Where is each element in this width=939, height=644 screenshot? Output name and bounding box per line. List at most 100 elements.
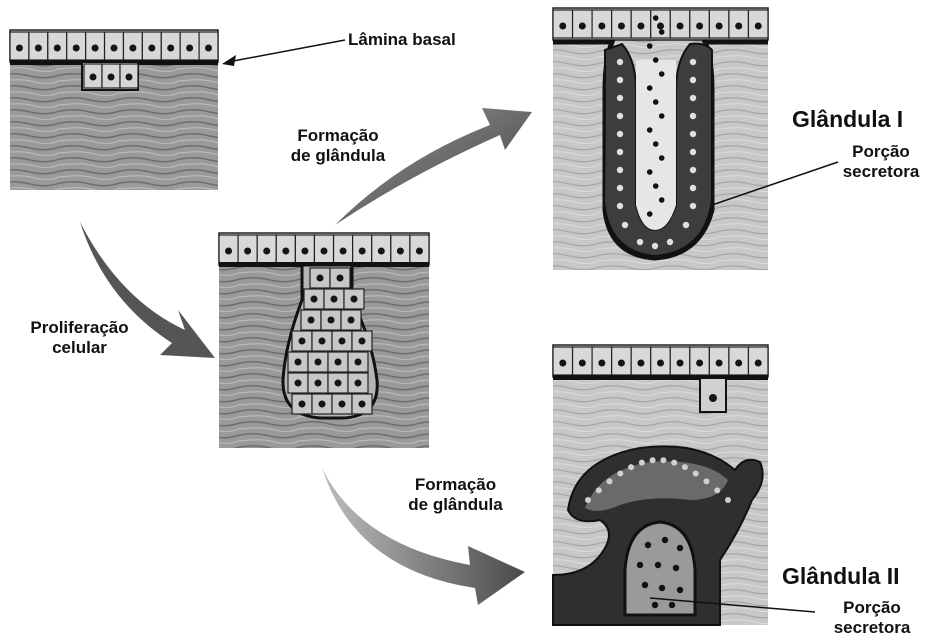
cell-nucleus <box>677 545 683 551</box>
cell-nucleus <box>351 296 358 303</box>
cell-nucleus <box>311 296 318 303</box>
cell-nucleus <box>690 77 696 83</box>
cell-nucleus <box>317 275 324 282</box>
cell-nucleus <box>657 360 664 367</box>
cell-nucleus <box>186 45 193 52</box>
cell-nucleus <box>755 23 762 30</box>
cell-nucleus <box>355 380 362 387</box>
cell-nucleus <box>647 211 653 217</box>
cell-nucleus <box>335 359 342 366</box>
cell-nucleus <box>54 45 61 52</box>
cell-nucleus <box>645 542 651 548</box>
cell-nucleus <box>617 113 623 119</box>
cell-nucleus <box>244 248 251 255</box>
cell-nucleus <box>579 360 586 367</box>
cell-nucleus <box>319 401 326 408</box>
cell-nucleus <box>725 497 731 503</box>
cell-nucleus <box>263 248 270 255</box>
cell-nucleus <box>617 149 623 155</box>
cell-nucleus <box>677 23 684 30</box>
cell-nucleus <box>639 460 645 466</box>
cell-nucleus <box>755 360 762 367</box>
label-proliferacao-celular: Proliferação celular <box>12 318 147 357</box>
panel-cell-proliferation <box>219 233 429 448</box>
panel-initial-epithelium <box>10 30 218 190</box>
cell-nucleus <box>735 360 742 367</box>
cell-nucleus <box>696 360 703 367</box>
cell-nucleus <box>339 401 346 408</box>
cell-nucleus <box>690 185 696 191</box>
cell-nucleus <box>653 183 659 189</box>
label-glandula-two: Glândula II <box>782 563 932 589</box>
cell-nucleus <box>652 243 658 249</box>
cell-nucleus <box>660 457 666 463</box>
cell-nucleus <box>328 317 335 324</box>
cell-nucleus <box>659 29 665 35</box>
label-formacao-gland-one: Formação de glândula <box>278 126 398 165</box>
cell-nucleus <box>622 222 628 228</box>
cell-nucleus <box>690 149 696 155</box>
cell-nucleus <box>348 317 355 324</box>
cell-nucleus <box>321 248 328 255</box>
cell-nucleus <box>359 248 366 255</box>
cell-nucleus <box>579 23 586 30</box>
cell-nucleus <box>652 602 658 608</box>
panel-gland-one <box>553 8 838 270</box>
panel-gland-two <box>553 345 815 625</box>
cell-nucleus <box>607 478 613 484</box>
cell-nucleus <box>657 23 664 30</box>
cell-nucleus <box>653 141 659 147</box>
cell-nucleus <box>659 197 665 203</box>
cell-nucleus <box>659 113 665 119</box>
cell-nucleus <box>683 222 689 228</box>
cell-nucleus <box>671 460 677 466</box>
cell-nucleus <box>319 338 326 345</box>
cell-nucleus <box>637 360 644 367</box>
cell-nucleus <box>617 185 623 191</box>
cell-nucleus <box>653 99 659 105</box>
cell-nucleus <box>618 23 625 30</box>
cell-nucleus <box>677 587 683 593</box>
cell-nucleus <box>378 248 385 255</box>
cell-nucleus <box>315 380 322 387</box>
cell-nucleus <box>340 248 347 255</box>
cell-nucleus <box>637 562 643 568</box>
cell-nucleus <box>659 71 665 77</box>
cell-nucleus <box>335 380 342 387</box>
cell-nucleus <box>682 464 688 470</box>
cell-nucleus <box>92 45 99 52</box>
cell-nucleus <box>397 248 404 255</box>
cell-nucleus <box>108 74 115 81</box>
cell-nucleus <box>35 45 42 52</box>
cell-nucleus <box>637 239 643 245</box>
cell-nucleus <box>205 45 212 52</box>
cell-nucleus <box>659 585 665 591</box>
cell-nucleus <box>416 248 423 255</box>
cell-nucleus <box>690 59 696 65</box>
label-porcao-secretora-one: Porção secretora <box>822 142 939 181</box>
cell-nucleus <box>653 57 659 63</box>
pointer-line-lamina <box>228 40 345 62</box>
cell-nucleus <box>299 401 306 408</box>
cell-nucleus <box>659 155 665 161</box>
cell-nucleus <box>617 470 623 476</box>
cell-nucleus <box>359 401 366 408</box>
cell-nucleus <box>669 602 675 608</box>
cell-nucleus <box>295 359 302 366</box>
cell-nucleus <box>16 45 23 52</box>
cell-nucleus <box>642 582 648 588</box>
cell-nucleus <box>703 478 709 484</box>
cell-nucleus <box>716 360 723 367</box>
cell-nucleus <box>617 77 623 83</box>
cell-nucleus <box>111 45 118 52</box>
cell-nucleus <box>308 317 315 324</box>
cell-nucleus <box>148 45 155 52</box>
pointer-arrowhead-lamina <box>222 55 236 66</box>
label-formacao-gland-two: Formação de glândula <box>393 475 518 514</box>
cell-nucleus <box>331 296 338 303</box>
cell-nucleus <box>596 487 602 493</box>
cell-nucleus <box>628 464 634 470</box>
cell-nucleus <box>167 45 174 52</box>
cell-nucleus <box>677 360 684 367</box>
cell-nucleus <box>617 95 623 101</box>
